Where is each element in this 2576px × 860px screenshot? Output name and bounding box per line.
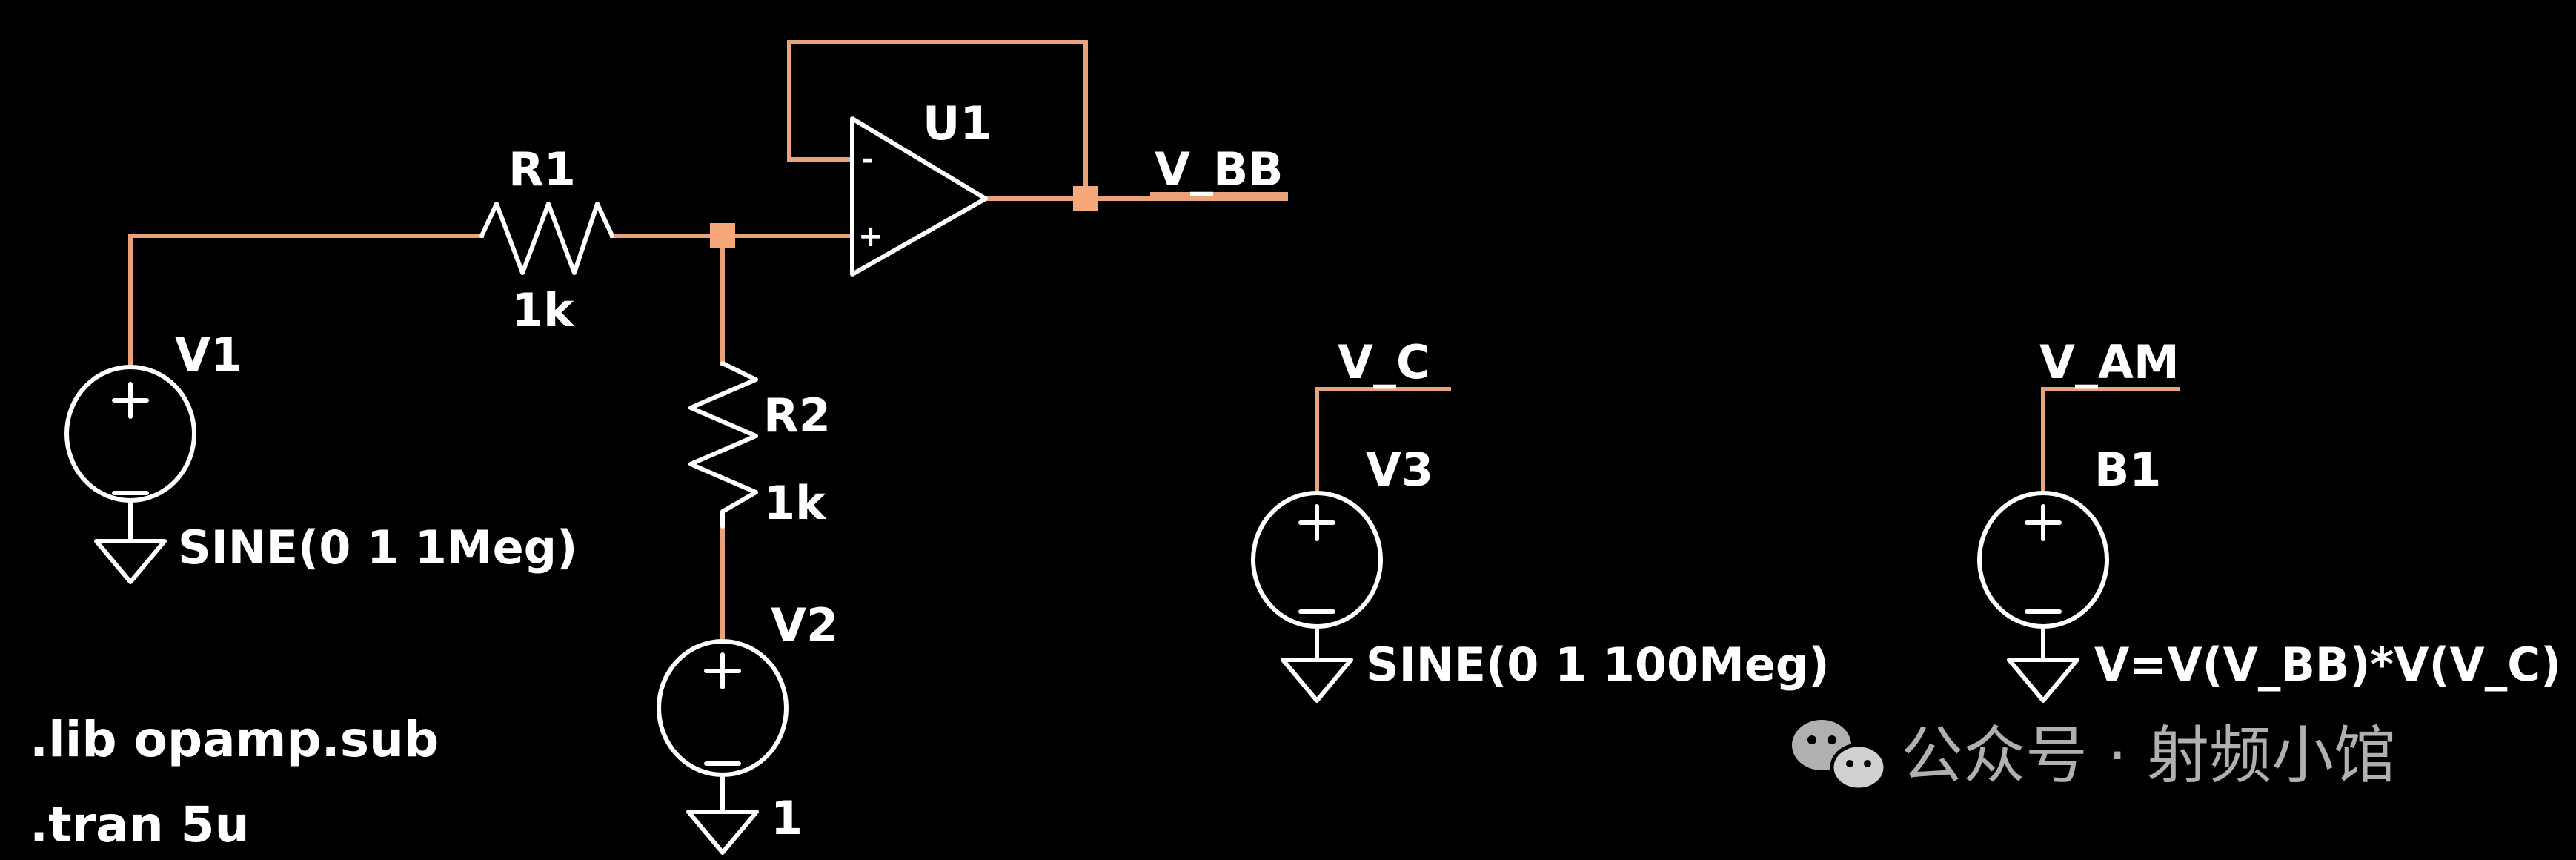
voltage-source-v3-name: V3 [1366,443,1433,497]
voltage-source-v2[interactable]: V2 1 [657,598,838,855]
resistor-r1[interactable]: R1 1k [479,142,614,337]
opamp-u1[interactable]: - + U1 [850,96,992,277]
voltage-source-v3-value: SINE(0 1 100Meg) [1366,638,1830,692]
ground-icon [94,539,167,584]
watermark: 公众号 · 射频小馆 [1792,719,2396,792]
wire-u1-feedback[interactable] [787,40,1088,201]
wire-b1-to-v-am[interactable] [2041,387,2180,494]
wechat-icon [1792,720,1888,792]
opamp-u1-minus-pin: - [861,142,874,176]
voltage-source-v2-value: 1 [771,791,803,845]
resistor-r2-zigzag [688,361,758,529]
spice-directive-lib[interactable]: .lib opamp.sub [30,711,439,768]
spice-directive-tran[interactable]: .tran 5u [30,796,250,853]
ground-icon [1281,658,1353,703]
watermark-text: 公众号 · 射频小馆 [1901,719,2396,792]
voltage-source-v2-name: V2 [771,598,838,652]
resistor-r2-name: R2 [763,388,831,443]
opamp-u1-plus-pin: + [858,219,883,254]
voltage-source-v1-value: SINE(0 1 1Meg) [178,520,577,575]
resistor-r2-value: 1k [763,476,827,530]
wire-v1-to-r1[interactable] [128,234,484,369]
resistor-r1-value: 1k [511,283,575,337]
opamp-u1-name: U1 [923,96,992,150]
voltage-source-v1[interactable]: V1 SINE(0 1 1Meg) [64,328,577,584]
behavioral-source-b1[interactable]: B1 V=V(V_BB)*V(V_C) [1977,443,2561,703]
opamp-u1-triangle [850,116,988,277]
junction-dot-u1-out[interactable] [1073,186,1098,211]
behavioral-source-b1-value: V=V(V_BB)*V(V_C) [2094,638,2561,692]
wire-v3-to-v-c[interactable] [1315,387,1451,494]
wires [128,40,2180,640]
junction-dot-r1-r2[interactable] [710,223,735,248]
resistor-r1-name: R1 [508,142,576,196]
net-label-v-c: V_C [1338,335,1430,389]
behavioral-source-b1-name: B1 [2094,443,2161,497]
resistor-r1-zigzag [479,202,614,275]
ground-icon [686,810,759,855]
net-label-v-bb: V_BB [1155,142,1284,196]
resistor-r2[interactable]: R2 1k [688,361,831,530]
voltage-source-v1-name: V1 [175,328,242,382]
voltage-source-v3[interactable]: V3 SINE(0 1 100Meg) [1251,443,1830,703]
net-label-v-am: V_AM [2039,335,2180,389]
ground-icon [2007,658,2079,703]
